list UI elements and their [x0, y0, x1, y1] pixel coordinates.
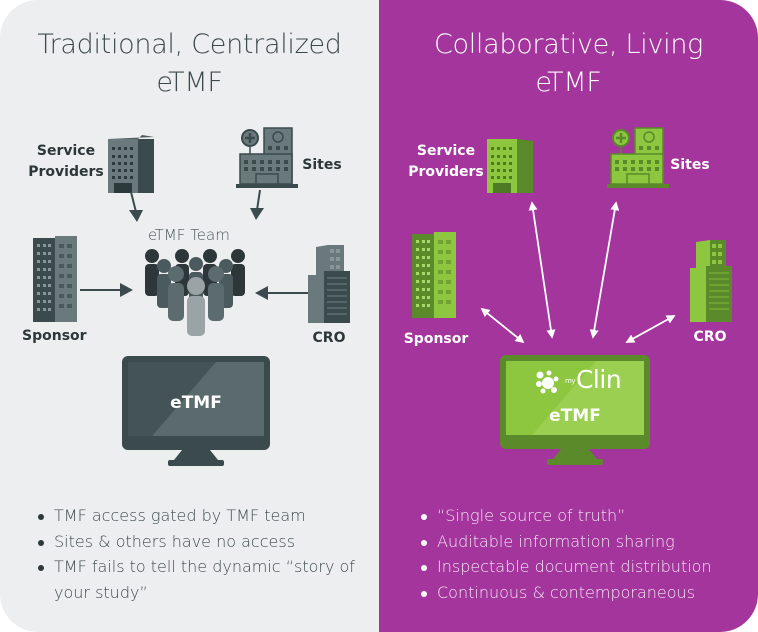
myclin-logo-prefix: my	[565, 377, 575, 385]
collaborative-etmf-panel: Collaborative, Living eTMF Service Provi…	[379, 0, 758, 632]
service-providers-label: Service Providers	[26, 141, 106, 183]
bullet-item: Continuous & contemporaneous	[419, 580, 749, 606]
cro-label: CRO	[693, 329, 727, 345]
traditional-etmf-panel: Traditional, Centralized eTMF Service Pr…	[0, 0, 379, 632]
traditional-title-line1: Traditional, Centralized	[37, 29, 342, 60]
sponsor-building-icon	[412, 232, 456, 318]
cro-building-icon	[690, 240, 732, 322]
sponsor-building-icon	[33, 236, 77, 322]
arrow-sites-etmf	[589, 201, 620, 339]
service-providers-label-line2: Providers	[408, 164, 484, 180]
sponsor-label: Sponsor	[403, 331, 469, 347]
service-providers-label-line1: Service	[36, 143, 96, 159]
etmf-monitor-label: eTMF	[170, 393, 222, 413]
bidirectional-arrows	[480, 201, 676, 344]
etmf-monitor-label: eTMF	[549, 406, 601, 426]
arrow-service-providers-to-team	[130, 191, 137, 213]
arrow-service-providers-etmf	[528, 201, 556, 339]
traditional-bullet-list: TMF access gated by TMF team Sites & oth…	[36, 503, 356, 605]
office-building-icon	[108, 135, 154, 193]
myclin-logo-wordmark: Clin	[575, 365, 622, 394]
office-building-icon	[487, 139, 533, 193]
sites-label: Sites	[670, 157, 710, 173]
myclin-logo-icon	[536, 370, 559, 394]
service-providers-label-line1: Service	[416, 143, 476, 159]
hospital-icon	[236, 127, 298, 188]
myclin-etmf-monitor-icon	[500, 355, 650, 465]
myclin-logo-text: myClin	[565, 365, 622, 394]
etmf-team-label: eTMF Team	[148, 226, 230, 244]
collaborative-bullet-list: “Single source of truth” Auditable infor…	[419, 503, 749, 605]
arrow-sponsor-etmf	[480, 307, 525, 344]
service-providers-label-line2: Providers	[28, 164, 104, 180]
traditional-title: Traditional, Centralized eTMF	[0, 26, 379, 102]
arrow-sites-to-team	[256, 189, 261, 211]
bullet-item: “Single source of truth”	[419, 503, 749, 529]
team-people-icon	[145, 249, 245, 336]
bullet-item: Sites & others have no access	[36, 529, 356, 555]
cro-label: CRO	[312, 330, 346, 346]
collaborative-title-line2: eTMF	[535, 67, 602, 98]
bullet-item: Inspectable document distribution	[419, 554, 749, 580]
hospital-icon	[607, 127, 669, 188]
bullet-item: TMF fails to tell the dynamic “story of …	[36, 554, 356, 605]
collaborative-title-line1: Collaborative, Living	[433, 29, 704, 60]
sponsor-label: Sponsor	[22, 328, 87, 344]
bullet-item: TMF access gated by TMF team	[36, 503, 356, 529]
sites-label: Sites	[302, 157, 342, 173]
collaborative-title: Collaborative, Living eTMF	[379, 26, 758, 102]
traditional-title-line2: eTMF	[156, 67, 223, 98]
cro-building-icon	[308, 245, 350, 323]
inflow-arrows	[80, 189, 310, 300]
service-providers-label: Service Providers	[405, 141, 487, 183]
etmf-monitor-icon	[122, 356, 270, 466]
bullet-item: Auditable information sharing	[419, 529, 749, 555]
arrow-cro-etmf	[625, 315, 676, 343]
